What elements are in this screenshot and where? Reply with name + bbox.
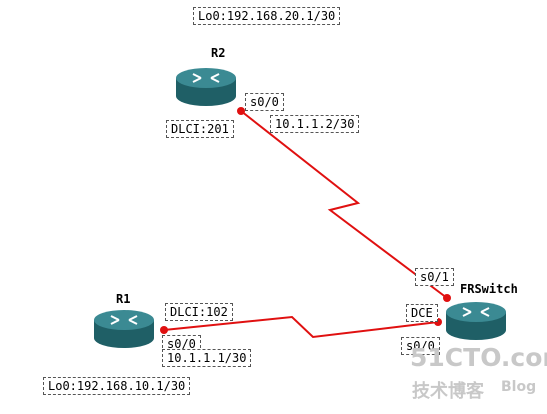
r1-dlci-label: DLCI:102 <box>165 303 233 321</box>
router-r1-icon[interactable] <box>94 310 154 348</box>
serial-link-r2-frswitch <box>240 110 448 299</box>
r1-s0-0-endpoint <box>160 326 168 334</box>
frswitch-dce-label: DCE <box>406 304 438 322</box>
frswitch-s0-1-label: s0/1 <box>415 268 454 286</box>
frswitch-s0-0-label: s0/0 <box>401 337 440 355</box>
frswitch-s0-1-endpoint <box>443 294 451 302</box>
r1-loopback-label: Lo0:192.168.10.1/30 <box>43 377 191 395</box>
r2-loopback-label: Lo0:192.168.20.1/30 <box>193 7 341 25</box>
frswitch-icon[interactable] <box>446 302 506 340</box>
router-r2-name: R2 <box>211 46 226 60</box>
router-r2-icon[interactable] <box>176 68 236 106</box>
r2-interface-label: s0/0 <box>245 93 284 111</box>
watermark-blog: Blog <box>501 379 537 395</box>
r2-s0-0-endpoint <box>237 107 245 115</box>
r2-dlci-label: DLCI:201 <box>166 120 234 138</box>
watermark-logo: 51CTO.com <box>410 343 547 372</box>
serial-link-r1-frswitch <box>163 315 439 339</box>
router-r1-name: R1 <box>116 292 131 306</box>
r2-ip-label: 10.1.1.2/30 <box>270 115 360 133</box>
frswitch-name: FRSwitch <box>460 282 518 296</box>
r1-ip-label: 10.1.1.1/30 <box>162 349 252 367</box>
watermark-chinese: 技术博客 <box>412 381 484 402</box>
